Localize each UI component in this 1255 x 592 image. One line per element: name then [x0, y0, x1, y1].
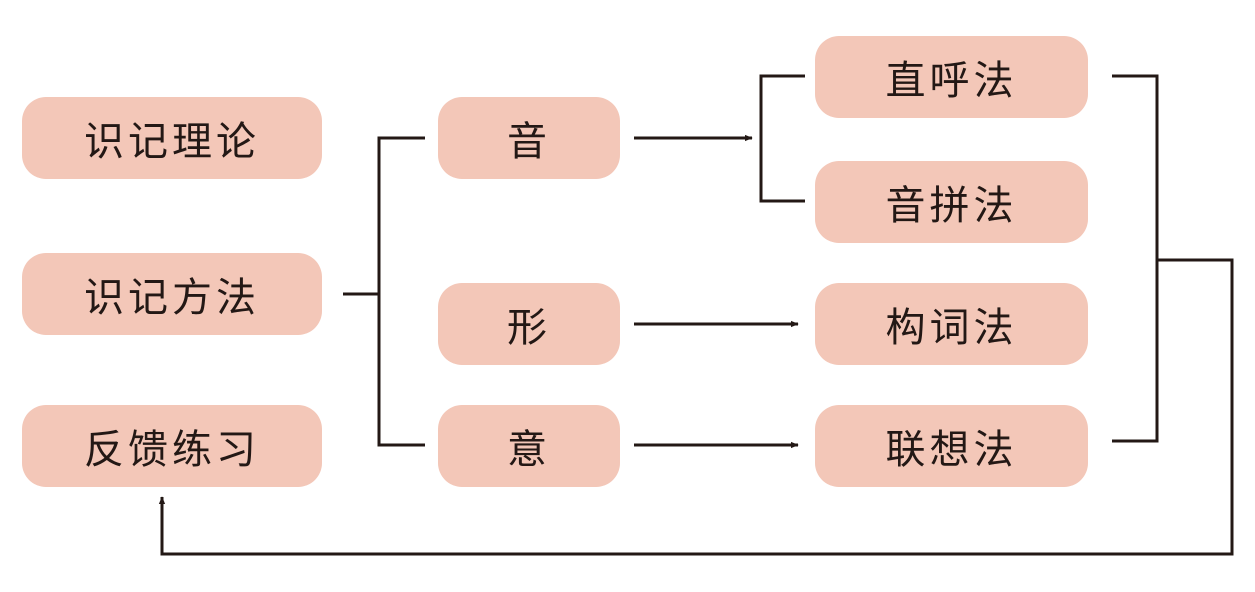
- node-practice: 反馈练习: [22, 405, 322, 487]
- node-wordformation: 构词法: [815, 283, 1088, 365]
- node-meaning: 意: [438, 405, 620, 487]
- feedback-arrow: [158, 258, 1234, 556]
- node-sound: 音: [438, 97, 620, 179]
- node-direct: 直呼法: [815, 36, 1088, 118]
- node-association: 联想法: [815, 405, 1088, 487]
- node-method: 识记方法: [22, 253, 322, 335]
- sound-bracket: [759, 74, 805, 203]
- right-bracket: [1112, 74, 1159, 443]
- node-shape: 形: [438, 283, 620, 365]
- node-theory: 识记理论: [22, 97, 322, 179]
- node-spelling: 音拼法: [815, 161, 1088, 243]
- left-bracket: [377, 136, 425, 447]
